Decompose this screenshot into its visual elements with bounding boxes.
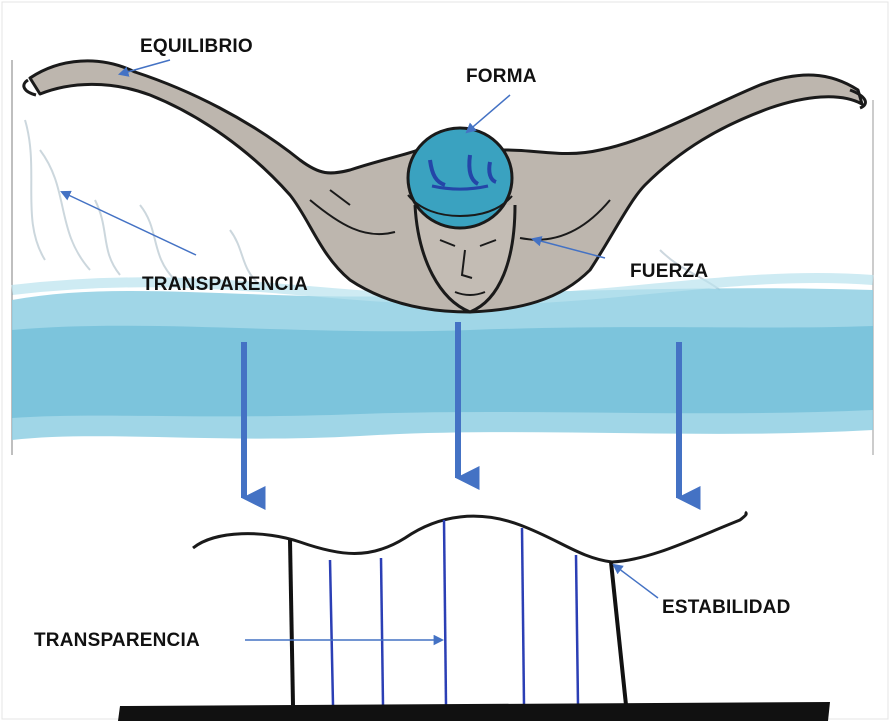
label-transparencia-bottom: TRANSPARENCIA xyxy=(34,630,200,652)
label-forma: FORMA xyxy=(466,66,537,88)
label-estabilidad: ESTABILIDAD xyxy=(662,597,791,619)
label-fuerza: FUERZA xyxy=(630,261,708,283)
label-equilibrio: EQUILIBRIO xyxy=(140,36,253,58)
label-transparencia-top: TRANSPARENCIA xyxy=(142,274,308,296)
